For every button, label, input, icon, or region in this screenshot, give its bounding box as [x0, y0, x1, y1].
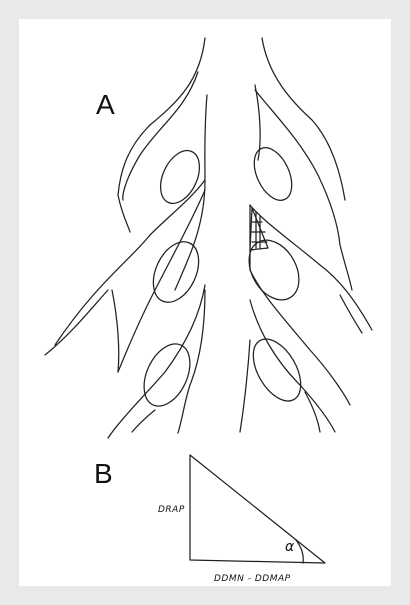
fiber-outline: [262, 38, 345, 200]
fiber-outline: [250, 300, 335, 432]
vertical-side-label: DRAP: [158, 505, 185, 515]
fiber-outline: [340, 245, 352, 290]
cell-nucleus: [153, 144, 207, 209]
right-cell-bundle: [239, 38, 372, 432]
fiber-outline: [112, 290, 119, 372]
fiber-outline: [118, 195, 130, 232]
fiber-outline: [118, 190, 205, 372]
fiber-outline: [178, 290, 205, 433]
cell-nucleus: [144, 235, 207, 310]
left-cell-bundle: [45, 38, 208, 438]
fiber-outline: [250, 205, 372, 330]
fiber-outline: [132, 410, 155, 432]
fiber-outline: [123, 72, 198, 200]
cell-nucleus: [135, 337, 199, 414]
angle-label: α: [285, 539, 295, 555]
right-triangle: [190, 455, 325, 563]
panel-b-label: B: [94, 458, 113, 490]
horizontal-side-label: DDMN - DDMAP: [214, 574, 291, 584]
fiber-outline: [340, 295, 362, 333]
fiber-outline: [55, 235, 150, 345]
fiber-outline: [240, 340, 250, 432]
fiber-outline: [305, 392, 320, 432]
panel-a-label: A: [96, 89, 115, 121]
cell-nucleus: [244, 331, 311, 409]
cell-nucleus: [247, 142, 300, 206]
fiber-outline: [150, 95, 207, 235]
triangle-outline: [190, 455, 325, 563]
